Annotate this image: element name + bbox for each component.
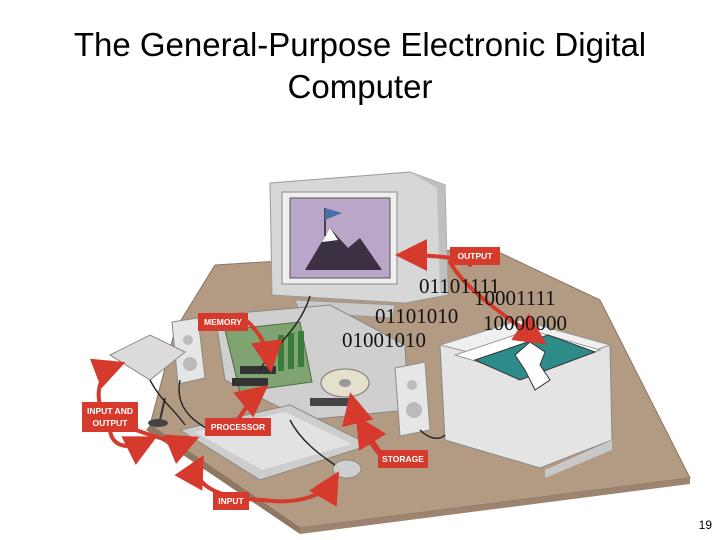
microphone [148,397,168,427]
callout-input: INPUT [213,492,249,510]
svg-text:OUTPUT: OUTPUT [458,251,494,261]
svg-text:INPUT AND: INPUT AND [87,406,133,416]
binary-code-4: 10000000 [483,311,567,335]
page-number: 19 [698,518,712,532]
binary-code-2: 10001111 [474,286,556,310]
callout-storage: STORAGE [378,450,428,468]
binary-code-3: 01101010 [375,304,458,328]
callout-input-and-output: INPUT AND OUTPUT [82,402,138,432]
mouse [332,459,362,479]
scanner [108,334,186,381]
svg-text:OUTPUT: OUTPUT [93,418,129,428]
callout-output: OUTPUT [450,247,500,265]
right-speaker [394,361,431,437]
svg-text:MEMORY: MEMORY [204,317,242,327]
callout-processor: PROCESSOR [205,418,271,436]
left-speaker [171,317,206,385]
cables [149,295,446,466]
binary-code-1: 01101111 [419,274,500,298]
callout-memory: MEMORY [198,313,248,331]
svg-text:INPUT: INPUT [218,496,244,506]
svg-text:STORAGE: STORAGE [382,454,424,464]
printer [438,319,613,478]
slide-title: The General-Purpose Electronic Digital C… [0,24,720,108]
desk-side-edge [300,478,690,534]
flag-icon [325,208,342,220]
slide-title-line-2: Computer [287,68,433,105]
svg-text:PROCESSOR: PROCESSOR [211,422,265,432]
binary-code-5: 01001010 [342,328,426,352]
slide-title-line-1: The General-Purpose Electronic Digital [73,26,647,63]
